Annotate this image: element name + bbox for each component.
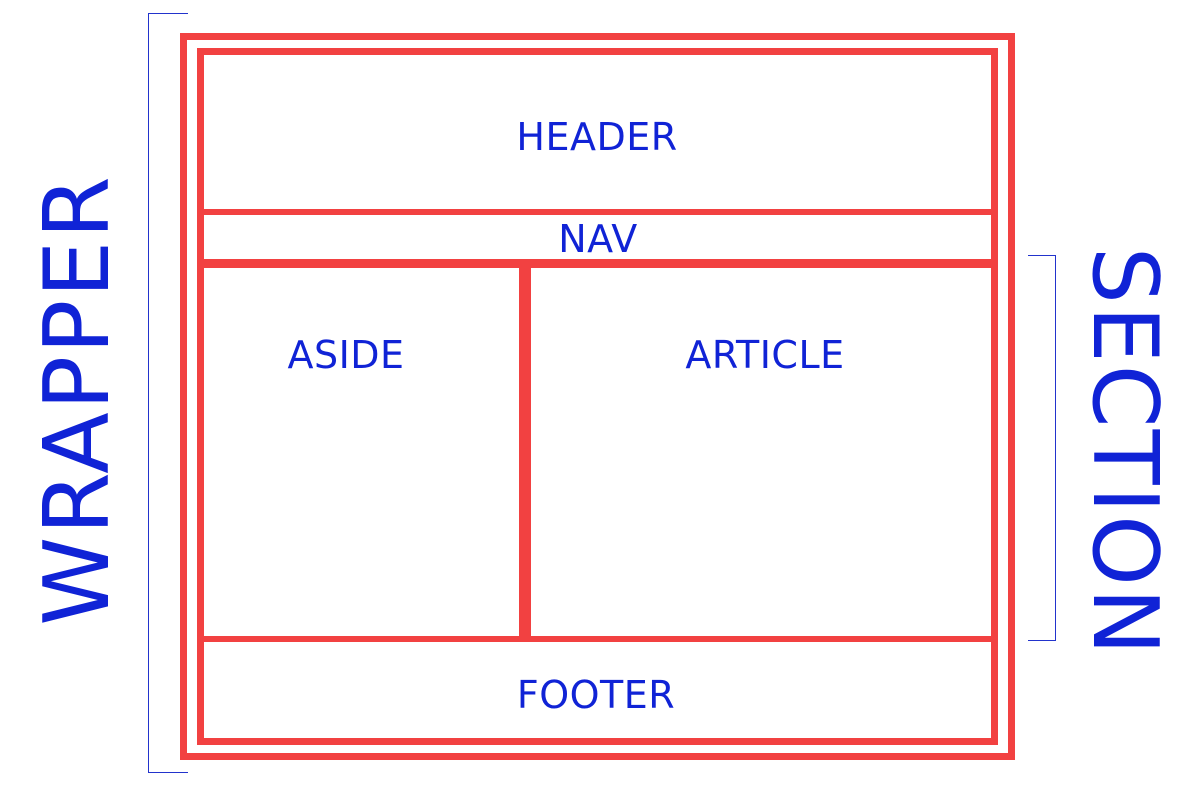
- article-label: ARTICLE: [685, 333, 845, 377]
- wrapper-outer-frame: [180, 33, 1015, 760]
- header-label: HEADER: [516, 115, 678, 159]
- nav-section-divider: [204, 259, 991, 268]
- wrapper-bracket: [148, 13, 188, 773]
- section-label: SECTION: [1072, 246, 1177, 658]
- nav-label: NAV: [558, 217, 638, 261]
- wrapper-inner-frame: [197, 48, 998, 745]
- section-bracket: [1028, 255, 1056, 641]
- wrapper-label: WRAPPER: [25, 174, 130, 626]
- footer-label: FOOTER: [516, 673, 676, 717]
- aside-article-divider: [519, 268, 531, 638]
- header-nav-divider: [204, 209, 991, 215]
- section-footer-divider: [204, 636, 991, 642]
- aside-label: ASIDE: [287, 333, 405, 377]
